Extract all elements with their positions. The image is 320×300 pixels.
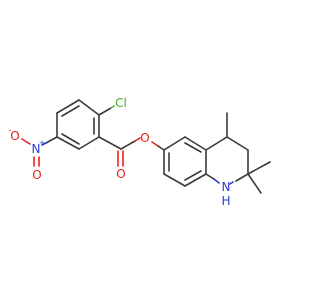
amine-hydrogen: H <box>221 194 230 208</box>
methyl-bond <box>247 173 262 194</box>
carbonyl-oxygen: O <box>116 167 125 181</box>
bond-n-o <box>21 138 31 145</box>
bond-inner <box>184 142 202 153</box>
bond <box>56 136 80 150</box>
bond-n-c <box>205 173 215 180</box>
bond <box>78 99 100 116</box>
left-benzene-ring <box>56 99 100 150</box>
chlorine-atom: Cl <box>115 96 127 110</box>
bond-c-cl <box>98 107 112 116</box>
bond-c-o-single <box>134 137 141 142</box>
bond <box>163 173 186 187</box>
bond <box>163 136 186 151</box>
bond <box>205 136 228 151</box>
bond-ring-carbonyl <box>98 136 122 150</box>
bond-n-c <box>213 178 220 184</box>
bond <box>184 173 207 187</box>
bond-o-ring <box>151 141 159 147</box>
nitro-oxygen-left: O <box>10 129 19 143</box>
amine-nitrogen: N <box>222 180 231 194</box>
nitro-charge: + <box>39 139 46 148</box>
bond-inner <box>61 133 80 145</box>
ester-oxygen: O <box>140 131 149 145</box>
methyl-bond <box>247 161 271 175</box>
bond-c-o-single <box>120 140 136 150</box>
bond <box>56 99 80 114</box>
nitro-oxygen-bottom: O <box>32 168 41 182</box>
bond-o-ring <box>157 145 165 151</box>
nitro-nitrogen: N <box>32 142 41 156</box>
bond-c-n <box>41 142 47 146</box>
bond-c-cl <box>110 105 115 109</box>
bond-inner <box>184 170 202 181</box>
bond <box>226 136 249 151</box>
right-benzene-ring <box>163 136 207 187</box>
bond-c-n <box>45 136 58 144</box>
nitro-oxygen-charge: - <box>9 126 12 135</box>
saturated-ring <box>205 136 249 185</box>
molecule-diagram: Cl N + O - O O O <box>9 96 271 208</box>
bond-c-n <box>229 181 234 185</box>
bond-inner <box>61 105 80 117</box>
bond <box>78 136 100 150</box>
bond-c-n <box>235 173 249 182</box>
bond <box>184 136 207 151</box>
structure-canvas: Cl N + O - O O O <box>9 96 271 208</box>
